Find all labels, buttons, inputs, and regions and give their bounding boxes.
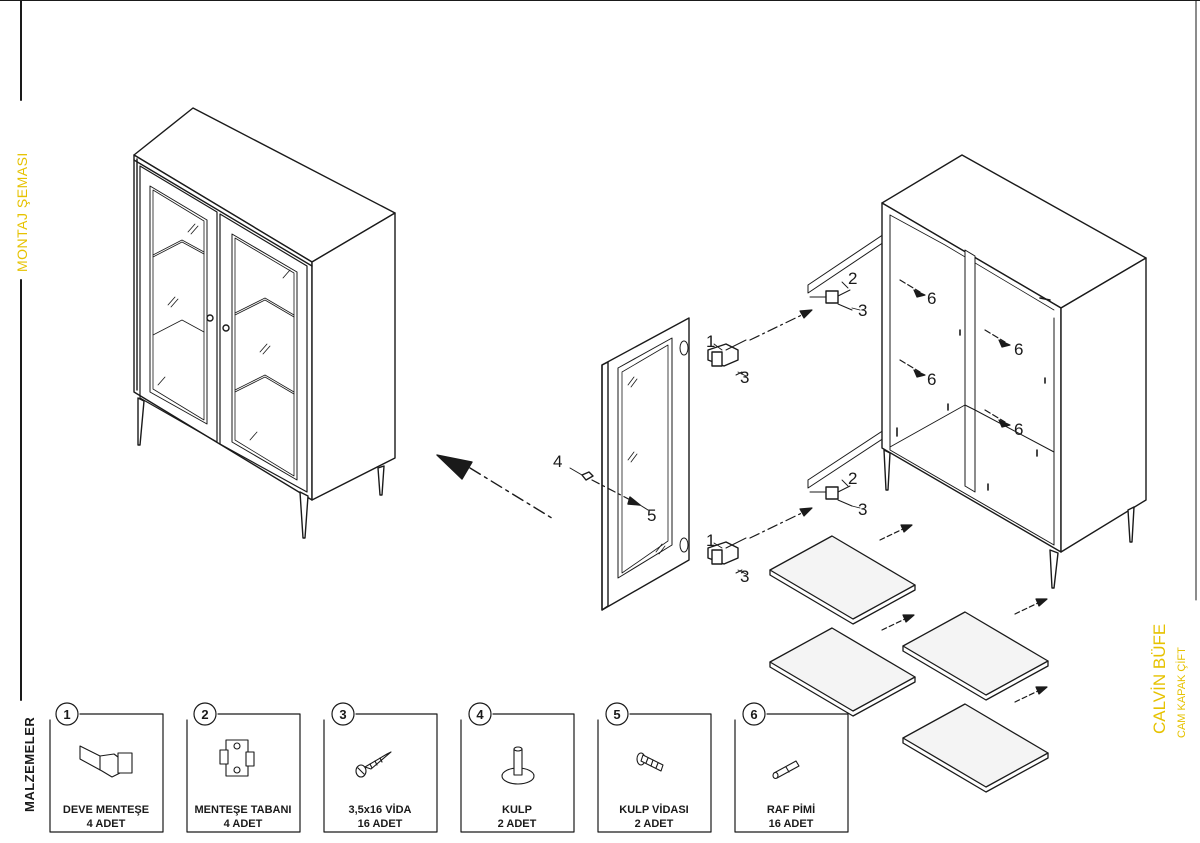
material-num-2: 2 xyxy=(201,707,208,722)
material-qty: 4 ADET xyxy=(86,818,126,830)
materials-panel: 1 2 3 xyxy=(49,702,849,833)
assembled-cabinet xyxy=(133,107,396,539)
material-num-1: 1 xyxy=(63,707,70,722)
callout-shelf-pin-2: 6 xyxy=(927,370,936,389)
material-qty: 2 ADET xyxy=(497,818,537,830)
assembly-arrow xyxy=(436,454,556,521)
material-caption-3: 3,5x16 VİDA 16 ADET xyxy=(312,803,448,831)
callout-handle-screw: 5 xyxy=(647,506,656,525)
material-caption-5: KULP VİDASI 2 ADET xyxy=(586,803,722,831)
product-title: CALVİN BÜFE xyxy=(1150,623,1169,734)
hinge-base-upper xyxy=(807,229,891,311)
material-caption-4: KULP 2 ADET xyxy=(449,803,585,831)
shelf-arrows xyxy=(879,524,1048,703)
material-name: 3,5x16 VİDA xyxy=(348,804,412,816)
hinge-base-icon xyxy=(219,739,255,777)
bolt-icon xyxy=(636,752,664,772)
callout-handle: 4 xyxy=(553,452,562,471)
material-caption-6: RAF PİMİ 16 ADET xyxy=(723,803,859,831)
material-qty: 16 ADET xyxy=(768,818,814,830)
callouts: 1 3 1 3 2 3 2 3 4 5 6 6 6 6 xyxy=(553,269,1023,586)
door-panel xyxy=(601,317,690,611)
callout-leaders xyxy=(713,281,861,575)
material-qty: 2 ADET xyxy=(634,818,674,830)
knob-icon xyxy=(501,746,535,785)
material-qty: 16 ADET xyxy=(357,818,403,830)
callout-shelf-pin-3: 6 xyxy=(1014,340,1023,359)
callout-hinge-lower: 1 xyxy=(706,531,715,550)
material-num-4: 4 xyxy=(476,707,484,722)
shelves xyxy=(769,535,1049,793)
handle-assembly xyxy=(569,467,649,511)
callout-screw-base-upper: 3 xyxy=(858,301,867,320)
material-box-1: 1 xyxy=(49,702,164,833)
callout-shelf-pin-4: 6 xyxy=(1014,420,1023,439)
callout-hinge-upper: 1 xyxy=(706,332,715,351)
product-subtitle: CAM KAPAK ÇİFT xyxy=(1176,647,1188,738)
material-num-3: 3 xyxy=(339,707,346,722)
hinge-icon xyxy=(79,745,133,778)
material-caption-2: MENTEŞE TABANI 4 ADET xyxy=(175,803,311,831)
material-name: MENTEŞE TABANI xyxy=(194,804,292,816)
material-box-6: 6 xyxy=(734,702,849,833)
hinge-guide-arrows xyxy=(749,309,813,539)
materials-label: MALZEMELER xyxy=(22,716,37,812)
pin-icon xyxy=(772,760,800,780)
screw-icon xyxy=(355,751,392,778)
hinge-base-lower xyxy=(807,425,891,507)
callout-shelf-pin-1: 6 xyxy=(927,289,936,308)
material-num-5: 5 xyxy=(613,707,620,722)
material-name: RAF PİMİ xyxy=(766,804,816,816)
hinge-lower xyxy=(707,537,747,574)
callout-screw-base-lower: 3 xyxy=(858,500,867,519)
material-box-2: 2 xyxy=(186,702,301,833)
material-box-3: 3 xyxy=(323,702,438,833)
callout-screw-upper: 3 xyxy=(740,368,749,387)
callout-screw-lower: 3 xyxy=(740,567,749,586)
hinge-upper xyxy=(707,339,747,376)
assembly-scheme-title: MONTAJ ŞEMASI xyxy=(14,152,30,272)
callout-hinge-base-upper: 2 xyxy=(848,269,857,288)
material-box-5: 5 xyxy=(597,702,712,833)
material-box-4: 4 xyxy=(460,702,575,833)
callout-hinge-base-lower: 2 xyxy=(848,469,857,488)
material-qty: 4 ADET xyxy=(223,818,263,830)
open-cabinet xyxy=(881,154,1147,589)
material-caption-1: DEVE MENTEŞE 4 ADET xyxy=(38,803,174,831)
material-name: DEVE MENTEŞE xyxy=(62,804,150,816)
material-num-6: 6 xyxy=(750,707,757,722)
shelf-pin-arrows xyxy=(899,279,1011,428)
material-name: KULP xyxy=(502,804,532,816)
material-name: KULP VİDASI xyxy=(619,804,689,816)
